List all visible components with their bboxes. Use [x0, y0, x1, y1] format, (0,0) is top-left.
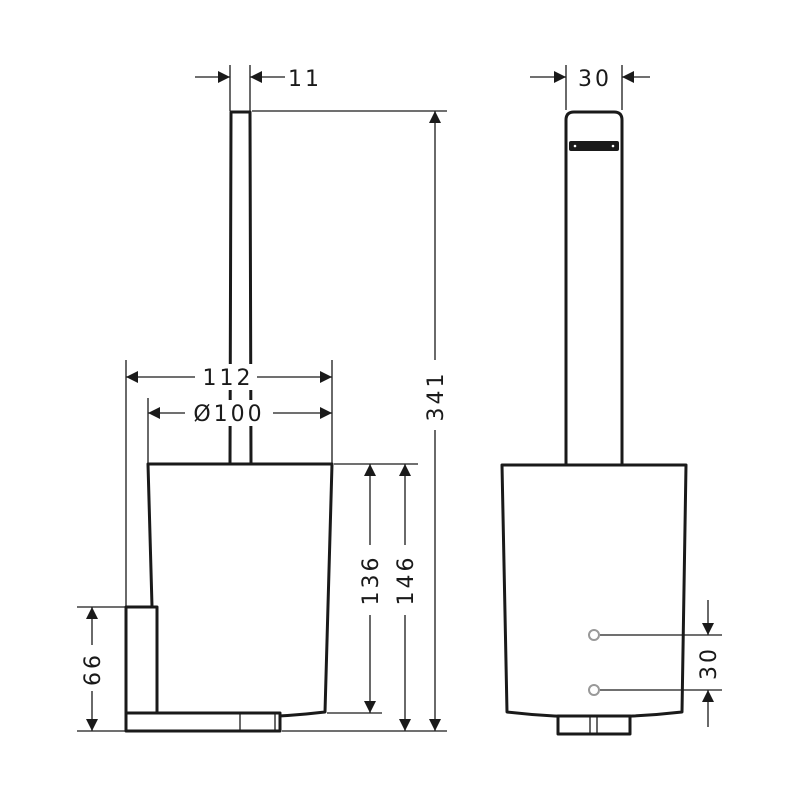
bowl-side: [500, 463, 688, 719]
front-view: 11 341 112 Ø100 136 146 66: [77, 65, 449, 733]
dimension-30-spacing: 30: [697, 646, 722, 680]
base-plate: [124, 711, 282, 733]
fixing-point-icon: [588, 629, 600, 641]
dimension-136: 136: [359, 555, 384, 606]
brush-handle-side: [564, 110, 624, 465]
dimension-11: 11: [288, 67, 322, 92]
dimension-30-width: 30: [578, 67, 612, 92]
wall-bracket: [124, 605, 159, 715]
fixing-point-icon: [588, 684, 600, 696]
dimension-341: 341: [424, 371, 449, 422]
base-side: [556, 714, 632, 736]
bowl: [146, 462, 334, 719]
side-view: 30 30: [500, 65, 722, 736]
dimension-146: 146: [394, 555, 419, 606]
handle-plate: [569, 141, 619, 151]
dimension-112: 112: [203, 366, 254, 391]
dimension-diameter-100: Ø100: [193, 402, 264, 427]
dimension-66: 66: [81, 652, 106, 686]
